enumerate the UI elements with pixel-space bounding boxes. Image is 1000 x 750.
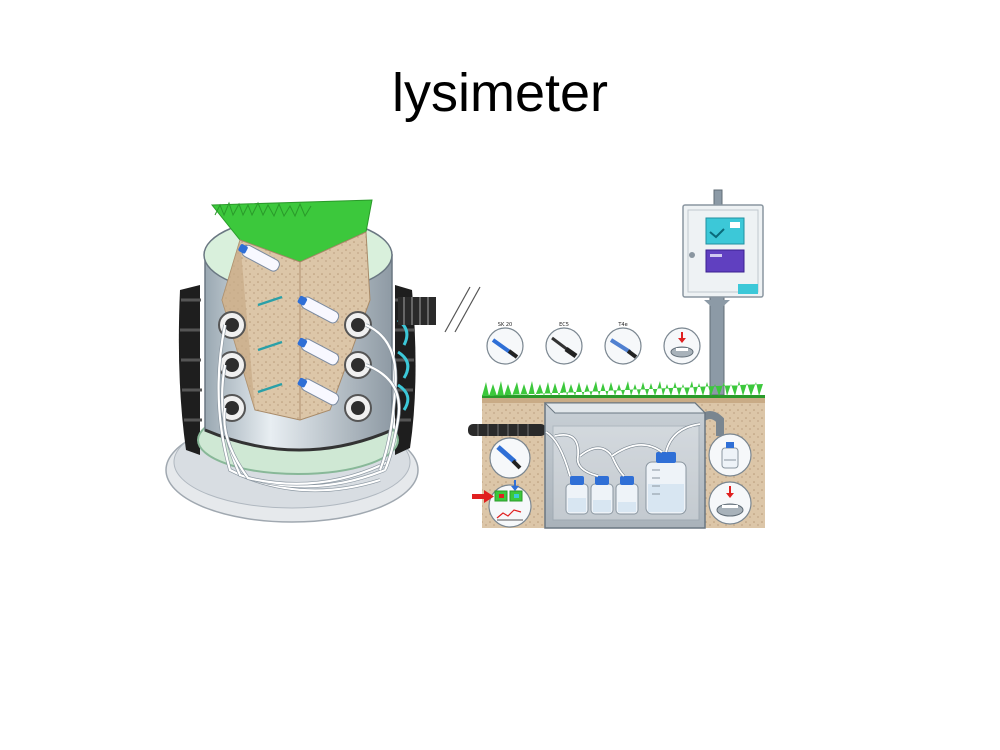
sensor-icon-t4e: T4e xyxy=(604,322,642,365)
bottle-3 xyxy=(615,476,639,515)
sensor-icon-scale xyxy=(663,327,701,365)
cables-left xyxy=(216,323,401,493)
sensor-icon-ec5: EC5 xyxy=(545,322,583,365)
outlet-pipe xyxy=(398,297,436,325)
embedded-probes xyxy=(238,244,340,406)
bottle-2 xyxy=(590,476,614,515)
bottle-1 xyxy=(565,476,589,515)
display-lower xyxy=(705,249,745,273)
bottle-large xyxy=(645,452,687,515)
control-station xyxy=(682,189,764,396)
data-logger-icon xyxy=(488,480,532,528)
bottle-detail-icon xyxy=(708,433,752,477)
probe-detail-icon xyxy=(489,437,531,479)
sensor-icons: SK 20 EC5 T4e xyxy=(486,322,701,365)
lysimeter-cylinder xyxy=(165,199,436,523)
scale-detail-icon xyxy=(708,481,752,525)
break-marks xyxy=(444,286,481,333)
sample-bottles xyxy=(565,452,687,515)
sensor-label-3: T4e xyxy=(617,322,627,328)
display-upper xyxy=(705,217,745,245)
sensor-label-2: EC5 xyxy=(559,322,569,328)
sensor-label-1: SK 20 xyxy=(498,322,512,328)
slide-title: lysimeter xyxy=(391,63,609,123)
red-arrow-icon xyxy=(472,490,494,503)
sensor-icon-sk20: SK 20 xyxy=(486,322,524,365)
sampling-tubes xyxy=(545,422,701,478)
